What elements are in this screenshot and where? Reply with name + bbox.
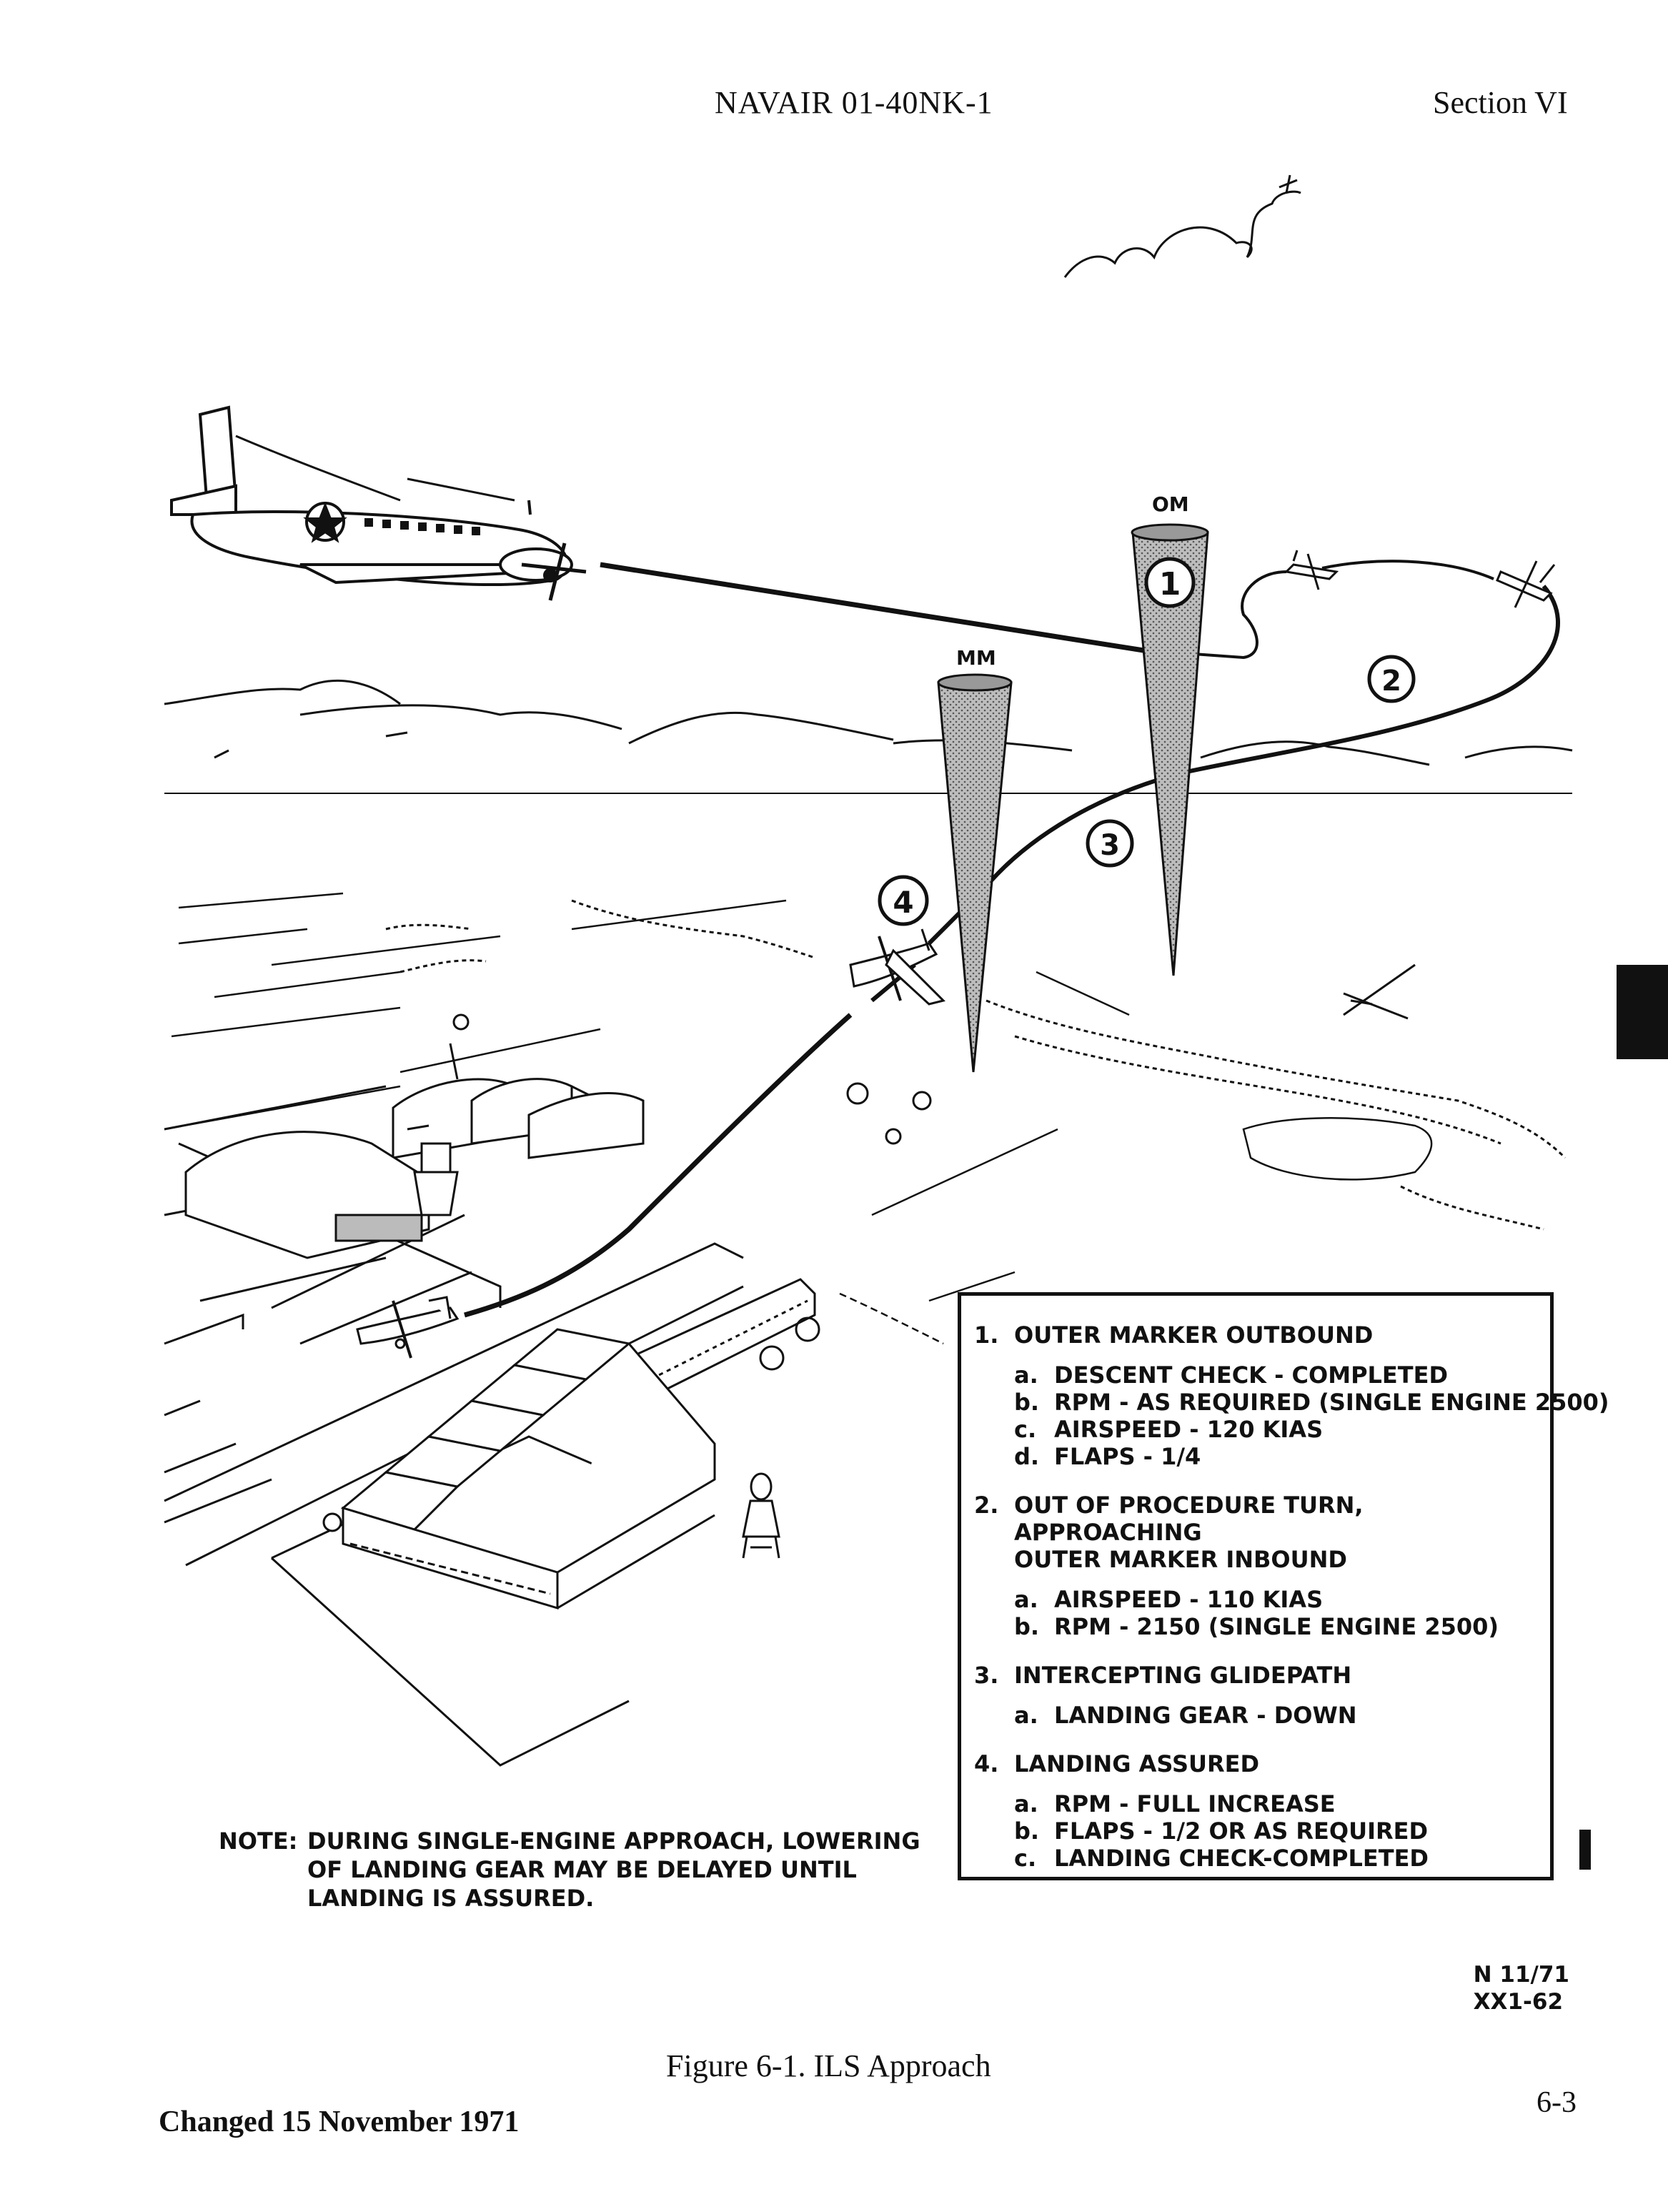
section-tab-marker: [1617, 965, 1668, 1059]
checklist-box: 1. OUTER MARKER OUTBOUND a. DESCENT CHECK…: [958, 1292, 1609, 1880]
aircraft-on-runway: [356, 1296, 460, 1359]
item-text: DESCENT CHECK - COMPLETED: [1054, 1362, 1449, 1389]
aircraft-procedure-turn-2: [1496, 560, 1556, 608]
step-number: 2.: [974, 1492, 999, 1519]
cloud-drawing: [1063, 174, 1301, 278]
item-letter: b.: [1014, 1817, 1040, 1845]
item-letter: b.: [1014, 1613, 1040, 1640]
step-number: 3.: [974, 1662, 999, 1689]
checklist-item: a. DESCENT CHECK - COMPLETED: [1014, 1362, 1536, 1389]
water-tower: [742, 1472, 780, 1559]
checklist-item: c. LANDING CHECK-COMPLETED: [1014, 1845, 1536, 1872]
item-text: AIRSPEED - 110 KIAS: [1054, 1586, 1324, 1613]
checklist-item: a. LANDING GEAR - DOWN: [1014, 1702, 1536, 1729]
middle-marker-cone: [937, 673, 1013, 1073]
step-circle-3-label: 3: [1100, 829, 1120, 862]
outer-marker-cone: [1131, 523, 1209, 976]
checklist-item: b. FLAPS - 1/2 OR AS REQUIRED: [1014, 1817, 1536, 1845]
step-title: OUT OF PROCEDURE TURN, APPROACHING: [1014, 1492, 1364, 1546]
item-letter: c.: [1014, 1416, 1037, 1443]
figure-caption: Figure 6-1. ILS Approach: [666, 2048, 991, 2083]
treeline: [385, 899, 1567, 1231]
note-block: NOTE: DURING SINGLE-ENGINE APPROACH, LOW…: [219, 1827, 920, 1913]
item-letter: a.: [1014, 1702, 1038, 1729]
checklist-item: b. RPM - AS REQUIRED (SINGLE ENGINE 2500): [1014, 1389, 1609, 1416]
lake-outline: [1242, 1117, 1433, 1181]
figure-reference-code: N 11/71 XX1-62: [1474, 1961, 1569, 2015]
middle-marker-label: MM: [956, 646, 996, 670]
step-circle-1-label: 1: [1159, 566, 1181, 602]
note-line-2: OF LANDING GEAR MAY BE DELAYED UNTIL: [307, 1856, 857, 1883]
section-label: Section VI: [1433, 85, 1568, 120]
hangar-group-lower: [322, 1328, 716, 1610]
item-text: RPM - FULL INCREASE: [1054, 1790, 1336, 1817]
item-letter: b.: [1014, 1389, 1040, 1416]
change-bar: [1579, 1830, 1591, 1870]
step-number: 1.: [974, 1321, 999, 1349]
item-letter: d.: [1014, 1443, 1040, 1470]
item-letter: a.: [1014, 1790, 1038, 1817]
aircraft-large: [170, 405, 587, 601]
control-tower: [407, 1124, 459, 1216]
figure-ref-line-2: XX1-62: [1473, 1989, 1564, 2015]
note-line-3: LANDING IS ASSURED.: [307, 1885, 595, 1912]
step-circle-4: 4: [878, 875, 929, 926]
item-text: FLAPS - 1/4: [1054, 1443, 1201, 1470]
document-id: NAVAIR 01-40NK-1: [715, 85, 993, 120]
aircraft-on-glidepath: [849, 928, 945, 1006]
checklist-step-3: 3. INTERCEPTING GLIDEPATH a. LANDING GEAR…: [974, 1662, 1536, 1729]
item-letter: a.: [1014, 1362, 1038, 1389]
step-circle-2-label: 2: [1381, 665, 1401, 698]
checklist-item: a. RPM - FULL INCREASE: [1014, 1790, 1536, 1817]
step-title-line2: OUTER MARKER INBOUND: [1014, 1546, 1347, 1573]
step-circle-4-label: 4: [893, 885, 913, 920]
step-circle-3: 3: [1086, 819, 1134, 868]
hangar-group-upper: [184, 1013, 645, 1259]
change-date: Changed 15 November 1971: [159, 2106, 520, 2138]
checklist-item: a. AIRSPEED - 110 KIAS: [1014, 1586, 1536, 1613]
callout-leader-line: [839, 1292, 944, 1345]
item-text: LANDING CHECK-COMPLETED: [1054, 1845, 1429, 1872]
outer-marker-label: OM: [1152, 492, 1189, 516]
checklist-item: d. FLAPS - 1/4: [1014, 1443, 1536, 1470]
checklist-item: c. AIRSPEED - 120 KIAS: [1014, 1416, 1536, 1443]
item-text: FLAPS - 1/2 OR AS REQUIRED: [1054, 1817, 1429, 1845]
trees-middle: [759, 1082, 932, 1371]
item-text: LANDING GEAR - DOWN: [1054, 1702, 1357, 1729]
checklist-step-1: 1. OUTER MARKER OUTBOUND a. DESCENT CHECK…: [974, 1321, 1609, 1470]
step-circle-1: 1: [1144, 557, 1196, 608]
runway: [164, 1442, 272, 1524]
flight-path: [464, 560, 1560, 1318]
aircraft-distant: [1343, 963, 1416, 1020]
step-number: 4.: [974, 1750, 999, 1777]
checklist-step-2: 2. OUT OF PROCEDURE TURN, APPROACHING OU…: [974, 1492, 1536, 1640]
step-title: INTERCEPTING GLIDEPATH: [1014, 1662, 1352, 1689]
note-line-1: DURING SINGLE-ENGINE APPROACH, LOWERING: [307, 1827, 920, 1855]
page-number: 6-3: [1537, 2086, 1577, 2119]
step-circle-2: 2: [1367, 655, 1416, 703]
item-text: RPM - 2150 (SINGLE ENGINE 2500): [1054, 1613, 1499, 1640]
checklist-step-4: 4. LANDING ASSURED a. RPM - FULL INCREASE…: [974, 1750, 1536, 1872]
step-title: OUTER MARKER OUTBOUND: [1014, 1321, 1374, 1349]
item-text: AIRSPEED - 120 KIAS: [1054, 1416, 1324, 1443]
checklist-item: b. RPM - 2150 (SINGLE ENGINE 2500): [1014, 1613, 1536, 1640]
aircraft-procedure-turn-1: [1284, 550, 1339, 590]
step-title: LANDING ASSURED: [1014, 1750, 1260, 1777]
note-label: NOTE:: [219, 1827, 298, 1855]
item-text: RPM - AS REQUIRED (SINGLE ENGINE 2500): [1054, 1389, 1609, 1416]
item-letter: a.: [1014, 1586, 1038, 1613]
item-letter: c.: [1014, 1845, 1037, 1872]
figure-ref-line-1: N 11/71: [1473, 1962, 1569, 1988]
